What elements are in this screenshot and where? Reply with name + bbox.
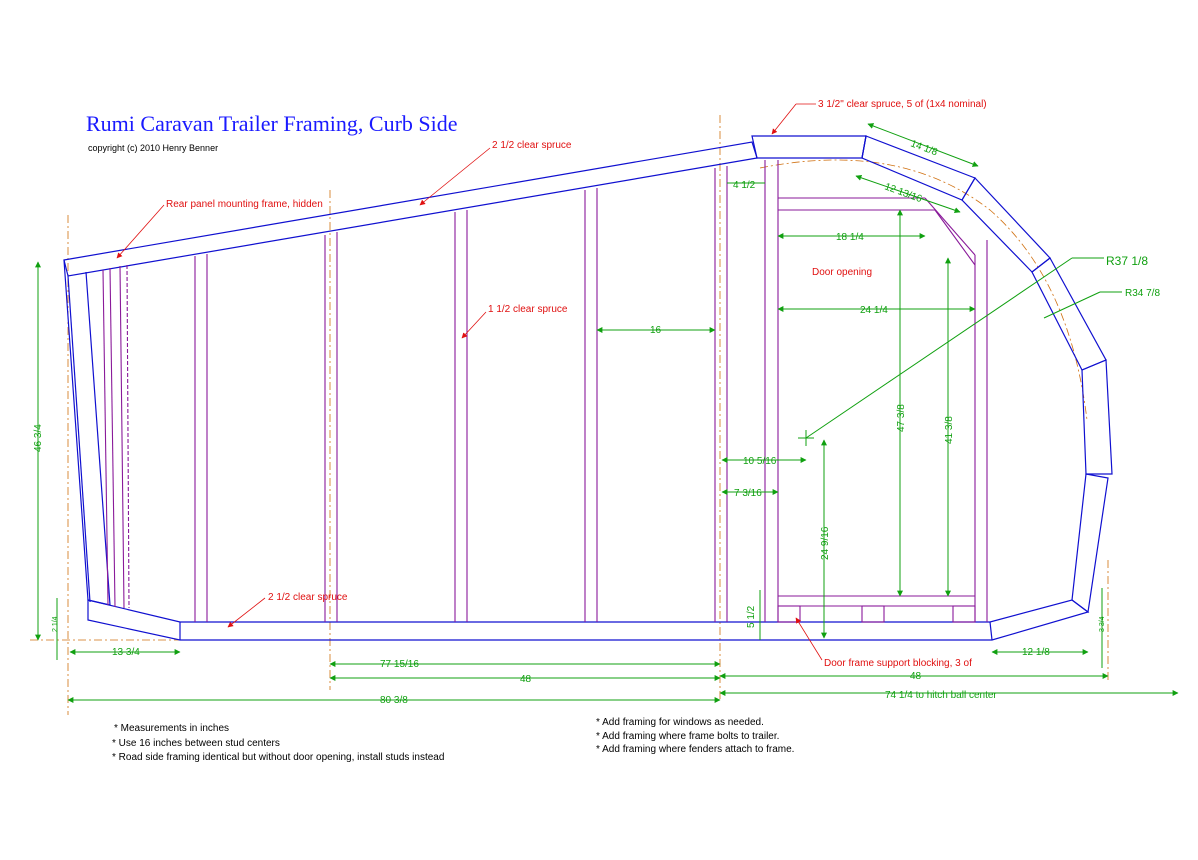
note-right-1: * Add framing for windows as needed. bbox=[596, 717, 764, 728]
dim-77-15-16: 77 15/16 bbox=[380, 659, 419, 670]
dim-r-34: R34 7/8 bbox=[1125, 288, 1160, 299]
callout-arc-spruce: 3 1/2" clear spruce, 5 of (1x4 nominal) bbox=[818, 99, 987, 110]
drawing-title: Rumi Caravan Trailer Framing, Curb Side bbox=[86, 111, 458, 136]
dim-7-3-16: 7 3/16 bbox=[734, 488, 762, 499]
note-left-1: * Measurements in inches bbox=[114, 723, 229, 734]
callout-top-spruce: 2 1/2 clear spruce bbox=[492, 140, 572, 151]
callout-studs: 1 1/2 clear spruce bbox=[488, 304, 568, 315]
dim-48-right: 48 bbox=[910, 671, 922, 682]
outer-frame bbox=[63, 135, 1113, 641]
copyright-text: copyright (c) 2010 Henry Benner bbox=[88, 143, 218, 153]
dim-16: 16 bbox=[650, 325, 662, 336]
dim-41-3-8: 41 3/8 bbox=[944, 416, 955, 444]
dim-80-3-8: 80 3/8 bbox=[380, 695, 408, 706]
dim-r-37: R37 1/8 bbox=[1106, 254, 1148, 268]
centerlines bbox=[30, 115, 1109, 715]
note-right-3: * Add framing where fenders attach to fr… bbox=[596, 744, 794, 755]
dim-12-13-16: 12 13/16 bbox=[883, 181, 924, 205]
dim-3-3-4: 3 3/4 bbox=[1099, 616, 1106, 632]
callout-bottom-spruce: 2 1/2 clear spruce bbox=[268, 592, 348, 603]
dim-48-left: 48 bbox=[520, 674, 532, 685]
dim-4-1-2: 4 1/2 bbox=[733, 180, 756, 191]
dim-5-1-2: 5 1/2 bbox=[746, 605, 757, 628]
dim-14-1-8: 14 1/8 bbox=[909, 138, 939, 158]
dim-46-3-4: 46 3/4 bbox=[33, 424, 44, 452]
note-right-2: * Add framing where frame bolts to trail… bbox=[596, 731, 779, 742]
dim-24-9-16: 24 9/16 bbox=[820, 526, 831, 560]
note-left-2: * Use 16 inches between stud centers bbox=[112, 738, 280, 749]
callouts: 2 1/2 clear spruce Rear panel mounting f… bbox=[116, 99, 987, 669]
dim-10-5-16: 10 5/16 bbox=[743, 456, 777, 467]
dim-12-1-8: 12 1/8 bbox=[1022, 647, 1050, 658]
dim-13-3-4: 13 3/4 bbox=[112, 647, 140, 658]
dim-24-1-4: 24 1/4 bbox=[860, 305, 888, 316]
door-opening-label: Door opening bbox=[812, 267, 872, 278]
notes-right: * Add framing for windows as needed. * A… bbox=[596, 717, 794, 755]
dim-74-1-4: 74 1/4 to hitch ball center bbox=[885, 690, 997, 701]
notes-left: * Measurements in inches * Use 16 inches… bbox=[112, 723, 444, 763]
dim-47-3-8: 47 3/8 bbox=[896, 404, 907, 432]
callout-blocking: Door frame support blocking, 3 of bbox=[824, 658, 972, 669]
note-left-3: * Road side framing identical but withou… bbox=[112, 752, 444, 763]
dim-2-1-4: 2 1/4 bbox=[52, 616, 59, 632]
studs bbox=[102, 160, 988, 623]
dim-18-1-4: 18 1/4 bbox=[836, 232, 864, 243]
callout-rear-panel: Rear panel mounting frame, hidden bbox=[166, 199, 323, 210]
